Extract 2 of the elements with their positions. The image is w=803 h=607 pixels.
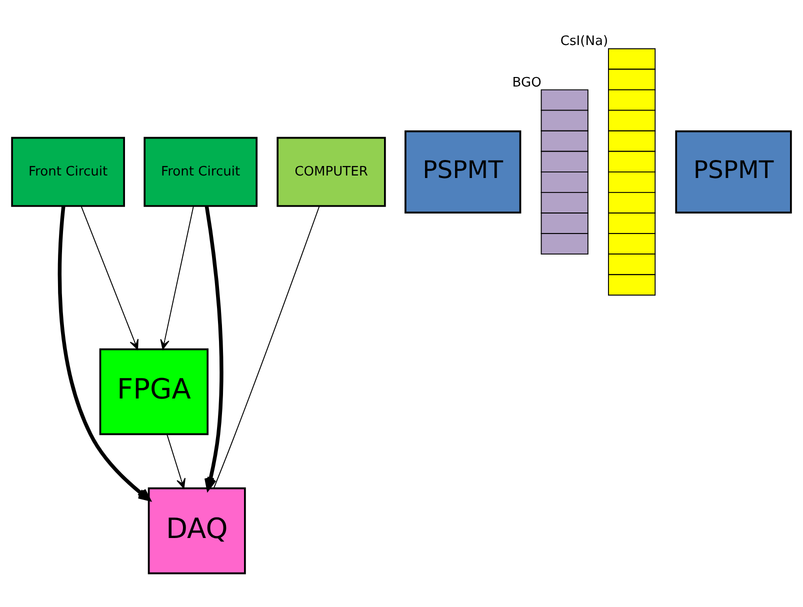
node-label: BGO [512, 74, 542, 90]
node-label: CsI(Na) [560, 34, 608, 49]
